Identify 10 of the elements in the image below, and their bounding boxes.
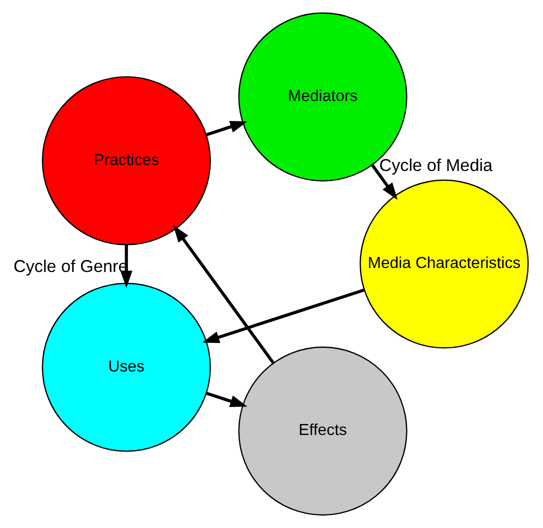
node-circle: Practices — [42, 76, 211, 246]
arrow — [173, 225, 274, 364]
arrow — [202, 288, 364, 344]
node-circle: Uses — [42, 282, 211, 452]
node-circle: Media Characteristics — [360, 179, 529, 349]
arrow — [120, 244, 132, 288]
node-circle: Effects — [238, 346, 408, 516]
arrow — [370, 164, 398, 200]
arrow — [206, 392, 248, 407]
arrow — [206, 121, 248, 136]
